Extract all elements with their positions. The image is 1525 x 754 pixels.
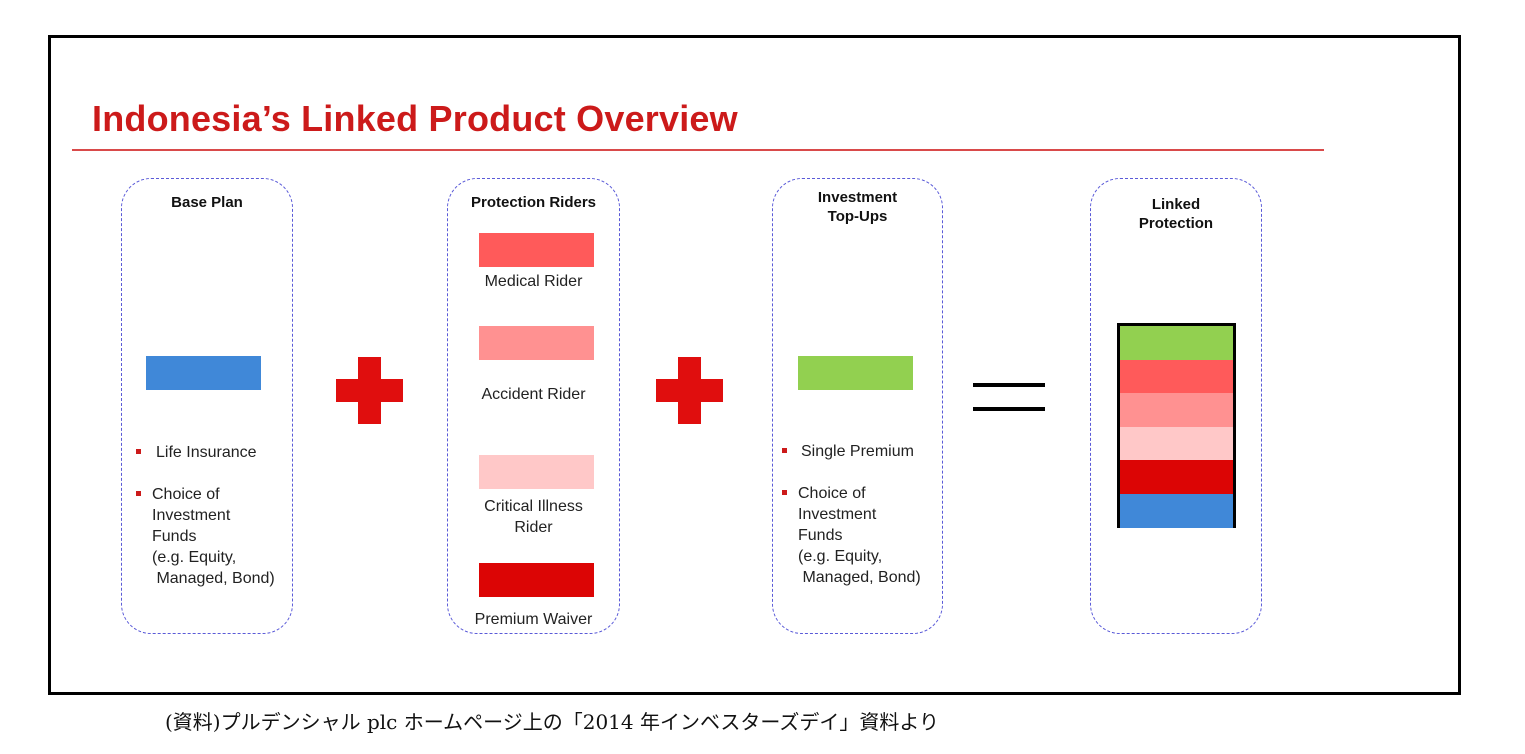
bullet-text: Life Insurance <box>156 444 257 461</box>
bullet-line: (e.g. Equity, <box>798 548 883 565</box>
bullet-investment-funds: Choice of Investment Funds (e.g. Equity,… <box>122 484 292 589</box>
bullet-line: (e.g. Equity, <box>152 549 237 566</box>
stack-segment-accident <box>1120 393 1233 427</box>
critical-illness-rider-label: Critical Illness Rider <box>484 498 583 536</box>
critical-illness-rider-swatch <box>479 455 594 489</box>
protection-riders-heading: Protection Riders <box>470 194 597 211</box>
bullet-icon <box>136 449 141 454</box>
bullet-line: Choice of <box>152 486 220 503</box>
title-divider <box>72 149 1324 151</box>
linked-protection-panel: Linked Protection <box>1090 178 1262 634</box>
base-plan-panel: Base Plan Life Insurance Choice of Inves… <box>121 178 293 634</box>
premium-waiver-swatch <box>479 563 594 597</box>
source-note: (資料)プルデンシャル plc ホームページ上の「2014 年インベスターズデイ… <box>165 710 939 734</box>
accident-rider-swatch <box>479 326 594 360</box>
medical-rider-label: Medical Rider <box>484 273 583 290</box>
accident-rider-label: Accident Rider <box>481 386 586 403</box>
medical-rider-swatch <box>479 233 594 267</box>
investment-topups-bullets: Single Premium Choice of Investment Fund… <box>773 441 942 588</box>
bullet-line: Managed, Bond) <box>152 570 275 587</box>
page-title: Indonesia’s Linked Product Overview <box>92 98 738 139</box>
bullet-life-insurance: Life Insurance <box>122 442 292 463</box>
bullet-line: Investment <box>152 507 231 524</box>
bullet-single-premium: Single Premium <box>773 441 942 462</box>
investment-topups-panel: Investment Top-Ups Single Premium Choice… <box>772 178 943 634</box>
bullet-icon <box>782 490 787 495</box>
bullet-icon <box>782 448 787 453</box>
stack-segment-investment <box>1120 326 1233 360</box>
base-plan-swatch <box>146 356 261 390</box>
stack-segment-premium-waiver <box>1120 460 1233 494</box>
stack-segment-critical-illness <box>1120 426 1233 461</box>
bullet-line: Funds <box>798 527 843 544</box>
base-plan-bullets: Life Insurance Choice of Investment Fund… <box>122 442 292 589</box>
plus-icon <box>336 357 403 424</box>
stack-segment-medical <box>1120 359 1233 394</box>
bullet-line: Choice of <box>798 485 866 502</box>
investment-topups-swatch <box>798 356 913 390</box>
premium-waiver-label: Premium Waiver <box>474 611 593 628</box>
base-plan-heading: Base Plan <box>171 194 243 211</box>
linked-protection-heading: Linked Protection <box>1138 196 1214 232</box>
bullet-text: Single Premium <box>801 443 914 460</box>
protection-riders-panel: Protection Riders Medical Rider Accident… <box>447 178 620 634</box>
bullet-line: Investment <box>798 506 877 523</box>
bullet-line: Managed, Bond) <box>798 569 921 586</box>
plus-icon <box>656 357 723 424</box>
stack-segment-base-plan <box>1120 493 1233 528</box>
bullet-investment-funds: Choice of Investment Funds (e.g. Equity,… <box>773 483 942 588</box>
bullet-icon <box>136 491 141 496</box>
bullet-line: Funds <box>152 528 197 545</box>
linked-protection-stack <box>1117 323 1236 528</box>
investment-topups-heading: Investment Top-Ups <box>817 189 898 225</box>
equals-icon <box>973 383 1045 413</box>
